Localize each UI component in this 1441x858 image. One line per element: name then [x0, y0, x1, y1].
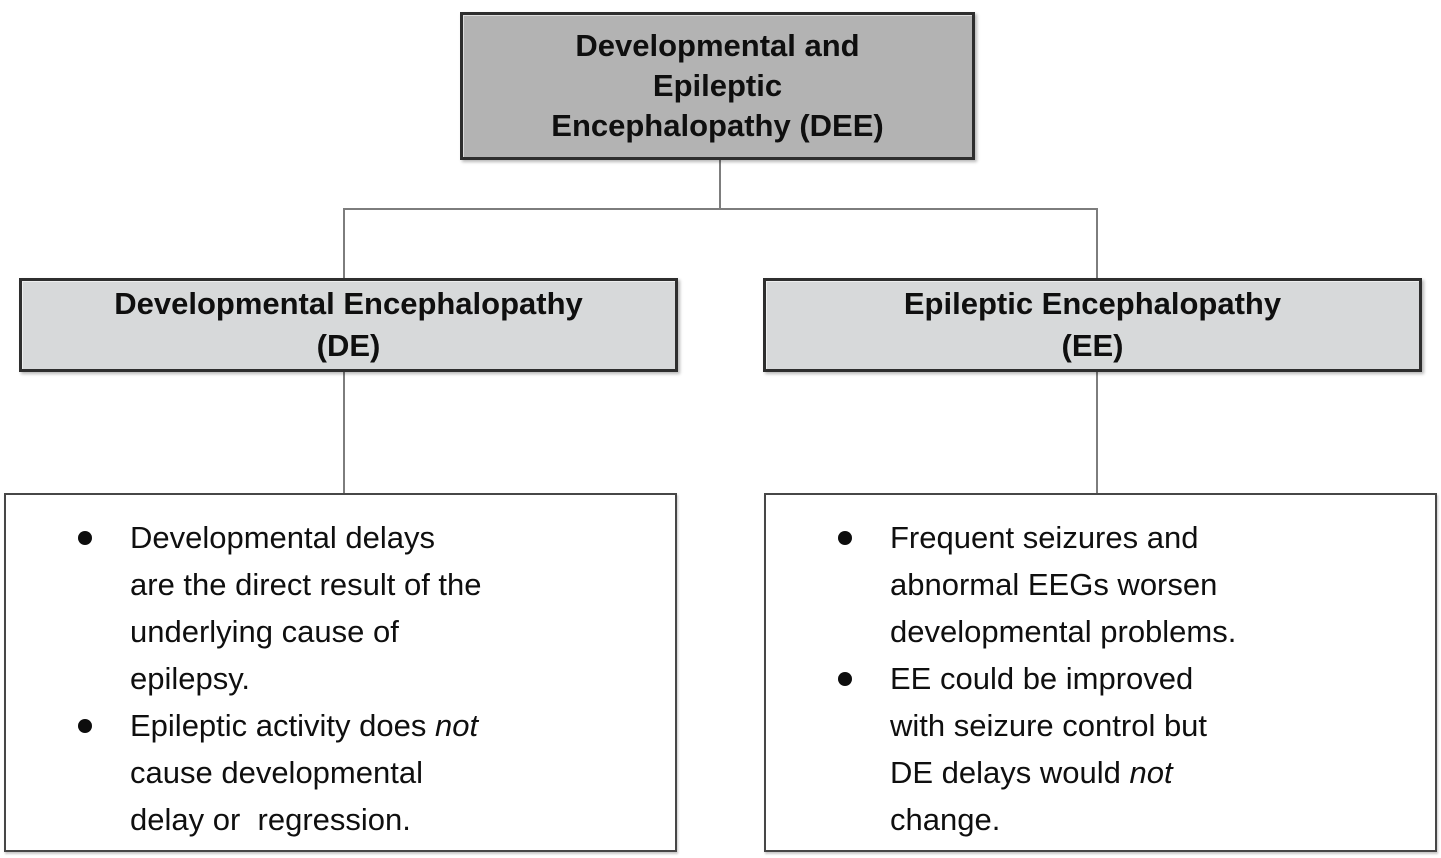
- ee-branch-label: Epileptic Encephalopathy (EE): [903, 286, 1282, 363]
- connector-root-drop: [719, 160, 721, 209]
- dee-root-node: Developmental and Epileptic Encephalopat…: [460, 12, 975, 160]
- dee-root-label: Developmental and Epileptic Encephalopat…: [551, 28, 884, 143]
- de-branch-label: Developmental Encephalopathy (DE): [114, 286, 583, 363]
- connector-horizontal-rail: [343, 208, 1098, 210]
- bullet-dot-icon: [78, 719, 92, 733]
- connector-ee-to-details: [1096, 372, 1098, 493]
- bullet-dot-icon: [838, 531, 852, 545]
- connector-de-to-details: [343, 372, 345, 493]
- connector-left-drop: [343, 208, 345, 278]
- ee-branch-node: Epileptic Encephalopathy (EE): [763, 278, 1422, 372]
- bullet-dot-icon: [78, 531, 92, 545]
- connector-right-drop: [1096, 208, 1098, 278]
- bullet-dot-icon: [838, 672, 852, 686]
- de-branch-node: Developmental Encephalopathy (DE): [19, 278, 678, 372]
